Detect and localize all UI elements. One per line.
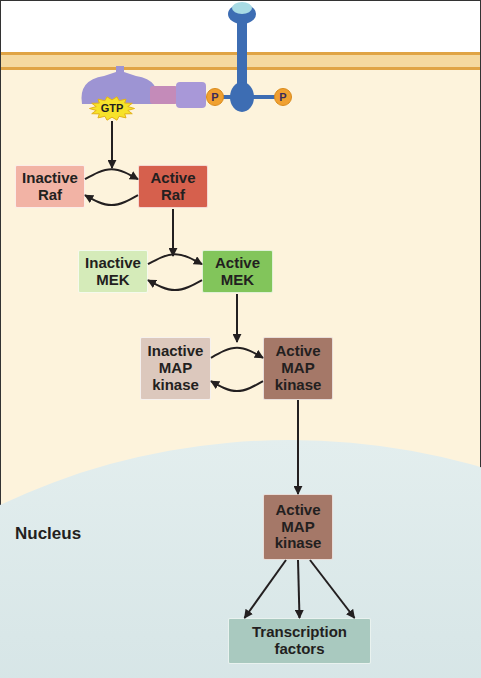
node-label: Inactive MAP kinase <box>143 343 208 393</box>
reaction-arrow <box>85 169 138 179</box>
phosphate-circle: P <box>274 88 292 106</box>
receptor-kinase-domain <box>230 82 254 112</box>
region-label: Nucleus <box>15 524 81 544</box>
inactive-kinase-box: Inactive MEK <box>78 250 148 293</box>
active-kinase-box: Active MEK <box>202 250 273 293</box>
reaction-arrow <box>148 254 202 264</box>
activation-arrow <box>111 121 113 168</box>
reaction-arrow <box>310 560 355 618</box>
active-kinase-box: Active MAP kinase <box>263 494 333 560</box>
nucleus-region: Nucleus Active MAP kinaseTranscription fa… <box>0 440 481 678</box>
inactive-kinase-box: Inactive MAP kinase <box>140 337 211 400</box>
node-label: Active Raf <box>141 170 205 204</box>
activation-arrow <box>172 209 174 256</box>
active-kinase-box: Active MAP kinase <box>263 337 333 400</box>
node-label: Inactive MEK <box>81 255 145 289</box>
gtp-star: GTP <box>89 96 135 121</box>
inactive-kinase-box: Inactive Raf <box>15 165 85 208</box>
activation-arrow <box>236 294 238 342</box>
adapter-protein <box>176 82 206 108</box>
node-label: Active MEK <box>205 255 270 289</box>
reaction-arrow <box>85 195 138 205</box>
node-label: Active MAP kinase <box>266 502 330 552</box>
ras-protein <box>81 66 157 104</box>
node-label: Active MAP kinase <box>266 343 330 393</box>
phosphate-circle: P <box>206 88 224 106</box>
node-label: P <box>279 92 286 103</box>
node-label: P <box>211 92 218 103</box>
node-label: Inactive Raf <box>18 170 82 204</box>
reaction-arrow <box>297 400 299 494</box>
reaction-arrow <box>211 381 263 391</box>
node-label: Transcription factors <box>231 624 368 658</box>
adapter-protein <box>150 86 178 104</box>
reaction-arrow <box>245 560 287 618</box>
reaction-arrow <box>148 280 202 290</box>
star-shape <box>90 97 135 120</box>
reaction-arrow <box>298 560 300 618</box>
ligand-symbol <box>232 2 252 14</box>
reaction-arrow <box>211 348 263 358</box>
nucleus-envelope <box>0 440 481 678</box>
transcription-factor-box: Transcription factors <box>228 618 371 664</box>
node-label: GTP <box>101 103 124 114</box>
active-kinase-box: Active Raf <box>138 165 208 208</box>
